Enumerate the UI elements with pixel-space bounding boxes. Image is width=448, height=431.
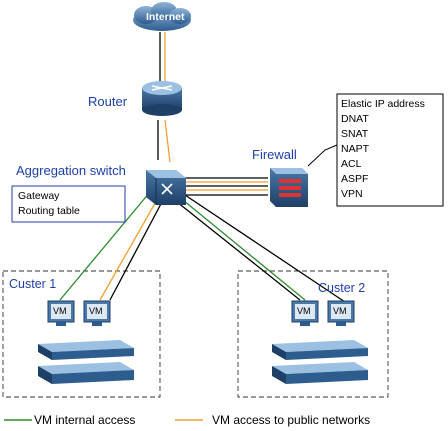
- firewall-box-line-2: DNAT: [341, 113, 369, 125]
- link-switch-cluster2-black-b: [181, 192, 346, 303]
- cluster-1-box: [2, 270, 161, 398]
- switch-box-line-2: Routing table: [18, 205, 80, 217]
- switch-box-line-1: Gateway: [18, 190, 60, 202]
- cluster-1-label: Custer 1: [9, 277, 57, 291]
- server-icon: [38, 340, 134, 384]
- vm-label: VM: [333, 306, 347, 316]
- vm-monitor-icon: [47, 300, 75, 326]
- firewall-info-box: [336, 93, 444, 207]
- vm-monitor-icon: [327, 300, 355, 326]
- firewall-callout-pointer: [307, 144, 338, 167]
- legend-internal-label: VM internal access: [34, 413, 136, 427]
- vm-monitor-icon: [83, 300, 111, 326]
- firewall-box-line-6: ASPF: [341, 173, 369, 185]
- vm-label: VM: [53, 306, 67, 316]
- router-label: Router: [88, 94, 128, 109]
- firewall-icon: [270, 168, 308, 207]
- aggregation-switch-icon: [146, 170, 186, 205]
- link-router-switch-b: [164, 119, 171, 163]
- link-switch-cluster1-orange: [99, 197, 159, 301]
- vm-monitor-icon: [291, 300, 319, 326]
- link-switch-cluster2-black-a: [171, 197, 301, 301]
- firewall-label: Firewall: [252, 147, 297, 162]
- internet-label: Internet: [146, 11, 185, 23]
- vm-label: VM: [89, 306, 103, 316]
- firewall-box-line-1: Elastic IP address: [341, 98, 425, 110]
- aggregation-switch-label: Aggregation switch: [16, 163, 126, 178]
- link-switch-cluster1-black: [109, 199, 164, 301]
- link-switch-cluster1-green: [59, 191, 151, 301]
- router-icon: [142, 81, 182, 116]
- switch-info-box: [11, 185, 126, 223]
- server-icon: [272, 340, 368, 384]
- vm-label: VM: [297, 306, 311, 316]
- link-switch-cluster2-green: [177, 195, 306, 301]
- firewall-box-line-5: ACL: [341, 158, 362, 170]
- firewall-box-line-4: NAPT: [341, 143, 370, 155]
- cluster-2-label: Custer 2: [318, 281, 366, 295]
- firewall-box-line-7: VPN: [341, 188, 363, 200]
- internet-cloud-icon: [133, 2, 191, 31]
- cluster-2-box: [237, 270, 389, 398]
- legend-public-label: VM access to public networks: [212, 413, 371, 427]
- firewall-box-line-3: SNAT: [341, 128, 369, 140]
